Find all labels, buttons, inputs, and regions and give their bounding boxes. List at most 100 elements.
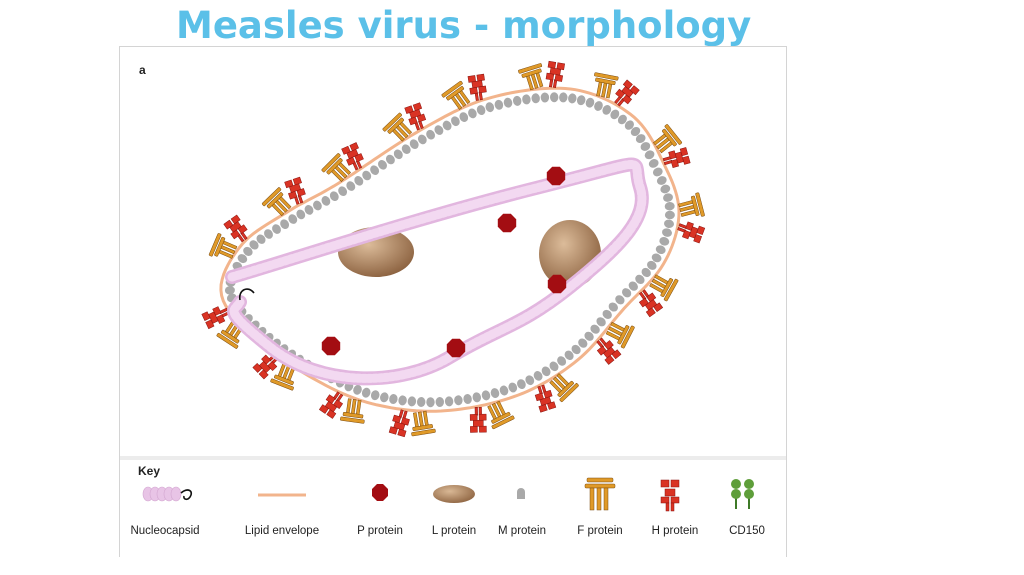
f-protein-spike	[653, 124, 683, 154]
m-protein-bead	[541, 366, 551, 377]
m-protein-bead	[655, 245, 666, 255]
l-protein-icon	[433, 485, 475, 503]
f-protein-spike	[340, 398, 365, 424]
h-protein-spike	[469, 406, 487, 433]
m-protein-bead	[651, 253, 662, 263]
m-protein-bead	[288, 214, 298, 224]
m-protein-bead	[459, 112, 469, 122]
f-protein-spike	[678, 192, 705, 217]
key-label-f-protein: F protein	[577, 525, 623, 537]
h-protein-spike	[388, 409, 410, 438]
f-protein-spike	[487, 400, 515, 430]
f-protein-spike	[649, 274, 679, 302]
m-protein-bead	[237, 254, 248, 264]
m-protein-bead	[635, 134, 646, 144]
m-protein-bead	[398, 395, 407, 406]
f-protein-spike	[261, 187, 292, 217]
m-protein-bead	[444, 396, 454, 407]
m-protein-bead	[380, 392, 389, 403]
m-protein-bead	[442, 120, 452, 131]
m-protein-bead	[663, 193, 673, 202]
m-protein-bead	[559, 92, 568, 103]
m-protein-bead	[389, 394, 398, 404]
m-protein-bead	[476, 105, 486, 116]
h-protein-spike	[677, 221, 706, 244]
m-protein-bead	[454, 395, 463, 406]
key-label-lipid-envelope: Lipid envelope	[244, 525, 320, 537]
h-protein-spike	[467, 73, 487, 101]
f-protein-spike	[270, 362, 296, 391]
m-protein-bead	[531, 93, 540, 104]
m-protein-bead	[393, 149, 403, 160]
m-protein-bead	[664, 219, 674, 229]
virus-figure: a Key	[119, 46, 787, 557]
f-protein-spike	[441, 80, 471, 110]
m-protein-bead	[353, 384, 362, 395]
m-protein-bead	[630, 126, 641, 137]
m-protein-bead	[485, 102, 495, 113]
f-protein-spike	[216, 319, 245, 349]
nucleocapsid-coils	[227, 160, 647, 383]
m-protein-bead	[659, 236, 670, 246]
h-protein-spike	[223, 214, 248, 243]
virion-diagram	[201, 60, 706, 438]
m-protein-bead	[264, 229, 273, 239]
m-protein-bead	[499, 385, 509, 396]
f-protein-spike	[382, 112, 413, 142]
m-protein-bead	[361, 387, 371, 398]
m-protein-bead	[321, 196, 331, 206]
m-protein-bead	[540, 92, 550, 103]
h-protein-spike	[404, 102, 427, 131]
m-protein-bead	[378, 160, 387, 170]
m-protein-bead	[304, 205, 314, 215]
h-protein-spike	[638, 289, 664, 318]
m-protein-bead	[362, 170, 372, 181]
m-protein-bead	[641, 267, 651, 278]
m-protein-bead	[662, 228, 672, 237]
m-protein-bead	[416, 397, 426, 407]
m-protein-bead	[647, 260, 657, 270]
h-protein-spike	[596, 337, 622, 365]
nucleocapsid-icon	[142, 486, 193, 502]
m-protein-bead	[329, 191, 339, 202]
h-protein-spike	[341, 142, 364, 171]
m-protein-bead	[370, 390, 380, 401]
m-protein-bead	[426, 397, 435, 408]
key-label-cd150: CD150	[729, 525, 765, 537]
m-protein-bead	[338, 186, 348, 196]
h-protein-spike	[545, 60, 566, 88]
slide-title: Measles virus - morphology	[176, 4, 752, 47]
m-protein-bead	[512, 95, 522, 106]
m-protein-bead	[652, 167, 663, 177]
p-protein-icon	[372, 484, 388, 501]
p-protein	[546, 166, 566, 186]
f-protein-spike	[321, 153, 352, 182]
m-protein-bead	[590, 324, 600, 334]
m-protein-bead	[648, 159, 659, 168]
m-protein-bead	[401, 144, 411, 154]
m-protein-bead	[664, 210, 675, 220]
m-protein-bead	[557, 356, 567, 366]
m-protein-bead	[346, 181, 356, 191]
key-label-p-protein: P protein	[357, 525, 403, 537]
f-protein-spike	[605, 321, 635, 349]
m-protein-bead	[596, 317, 606, 327]
key-label-nucleocapsid: Nucleocapsid	[130, 525, 200, 537]
f-protein-spike	[594, 72, 619, 99]
m-protein-bead	[468, 108, 477, 119]
m-protein-bead	[628, 281, 638, 291]
m-protein-bead	[472, 392, 482, 403]
h-protein-spike	[662, 147, 691, 169]
m-protein-bead	[576, 95, 586, 106]
f-protein-spike	[208, 233, 238, 259]
m-protein-bead	[660, 184, 671, 194]
h-protein-spike	[318, 391, 344, 419]
h-protein-spike	[534, 384, 557, 413]
m-protein-icon	[517, 488, 525, 499]
panel-label: a	[139, 63, 146, 77]
f-protein-icon	[584, 477, 616, 511]
m-protein-bead	[409, 139, 419, 149]
h-protein-spike	[201, 306, 230, 330]
f-protein-spike	[549, 373, 579, 403]
m-protein-bead	[426, 129, 436, 140]
